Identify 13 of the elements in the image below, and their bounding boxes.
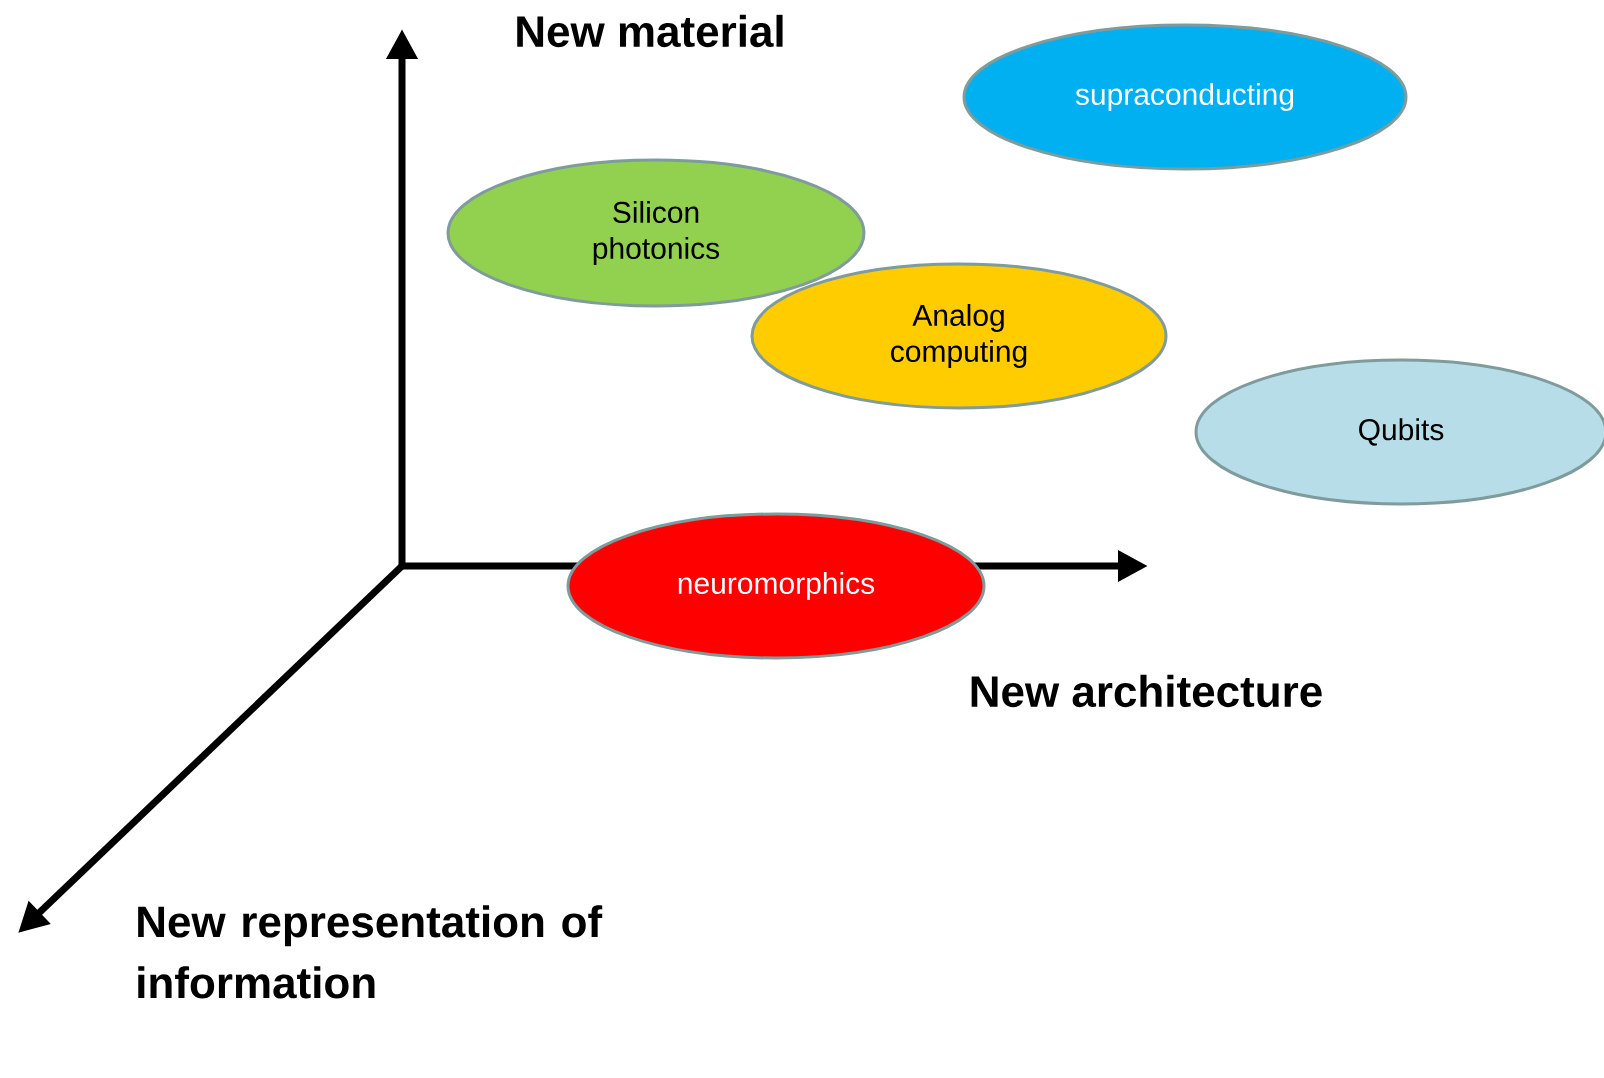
ellipse-label: neuromorphics [678,572,875,600]
ellipse [750,262,1168,410]
axis-label: New architecture [971,674,1322,708]
ellipse [566,512,986,660]
ellipse-label: Silicon photonics [593,201,720,265]
ellipse [446,158,866,308]
ellipse-label: Qubits [1359,418,1444,446]
ellipse-label: Analog computing [891,304,1027,368]
ellipse [1194,358,1604,506]
axis-label: New representation of information [138,905,603,999]
axis-label: New material [517,14,783,48]
ellipse [962,23,1408,171]
ellipse-label: supraconducting [1075,83,1294,111]
